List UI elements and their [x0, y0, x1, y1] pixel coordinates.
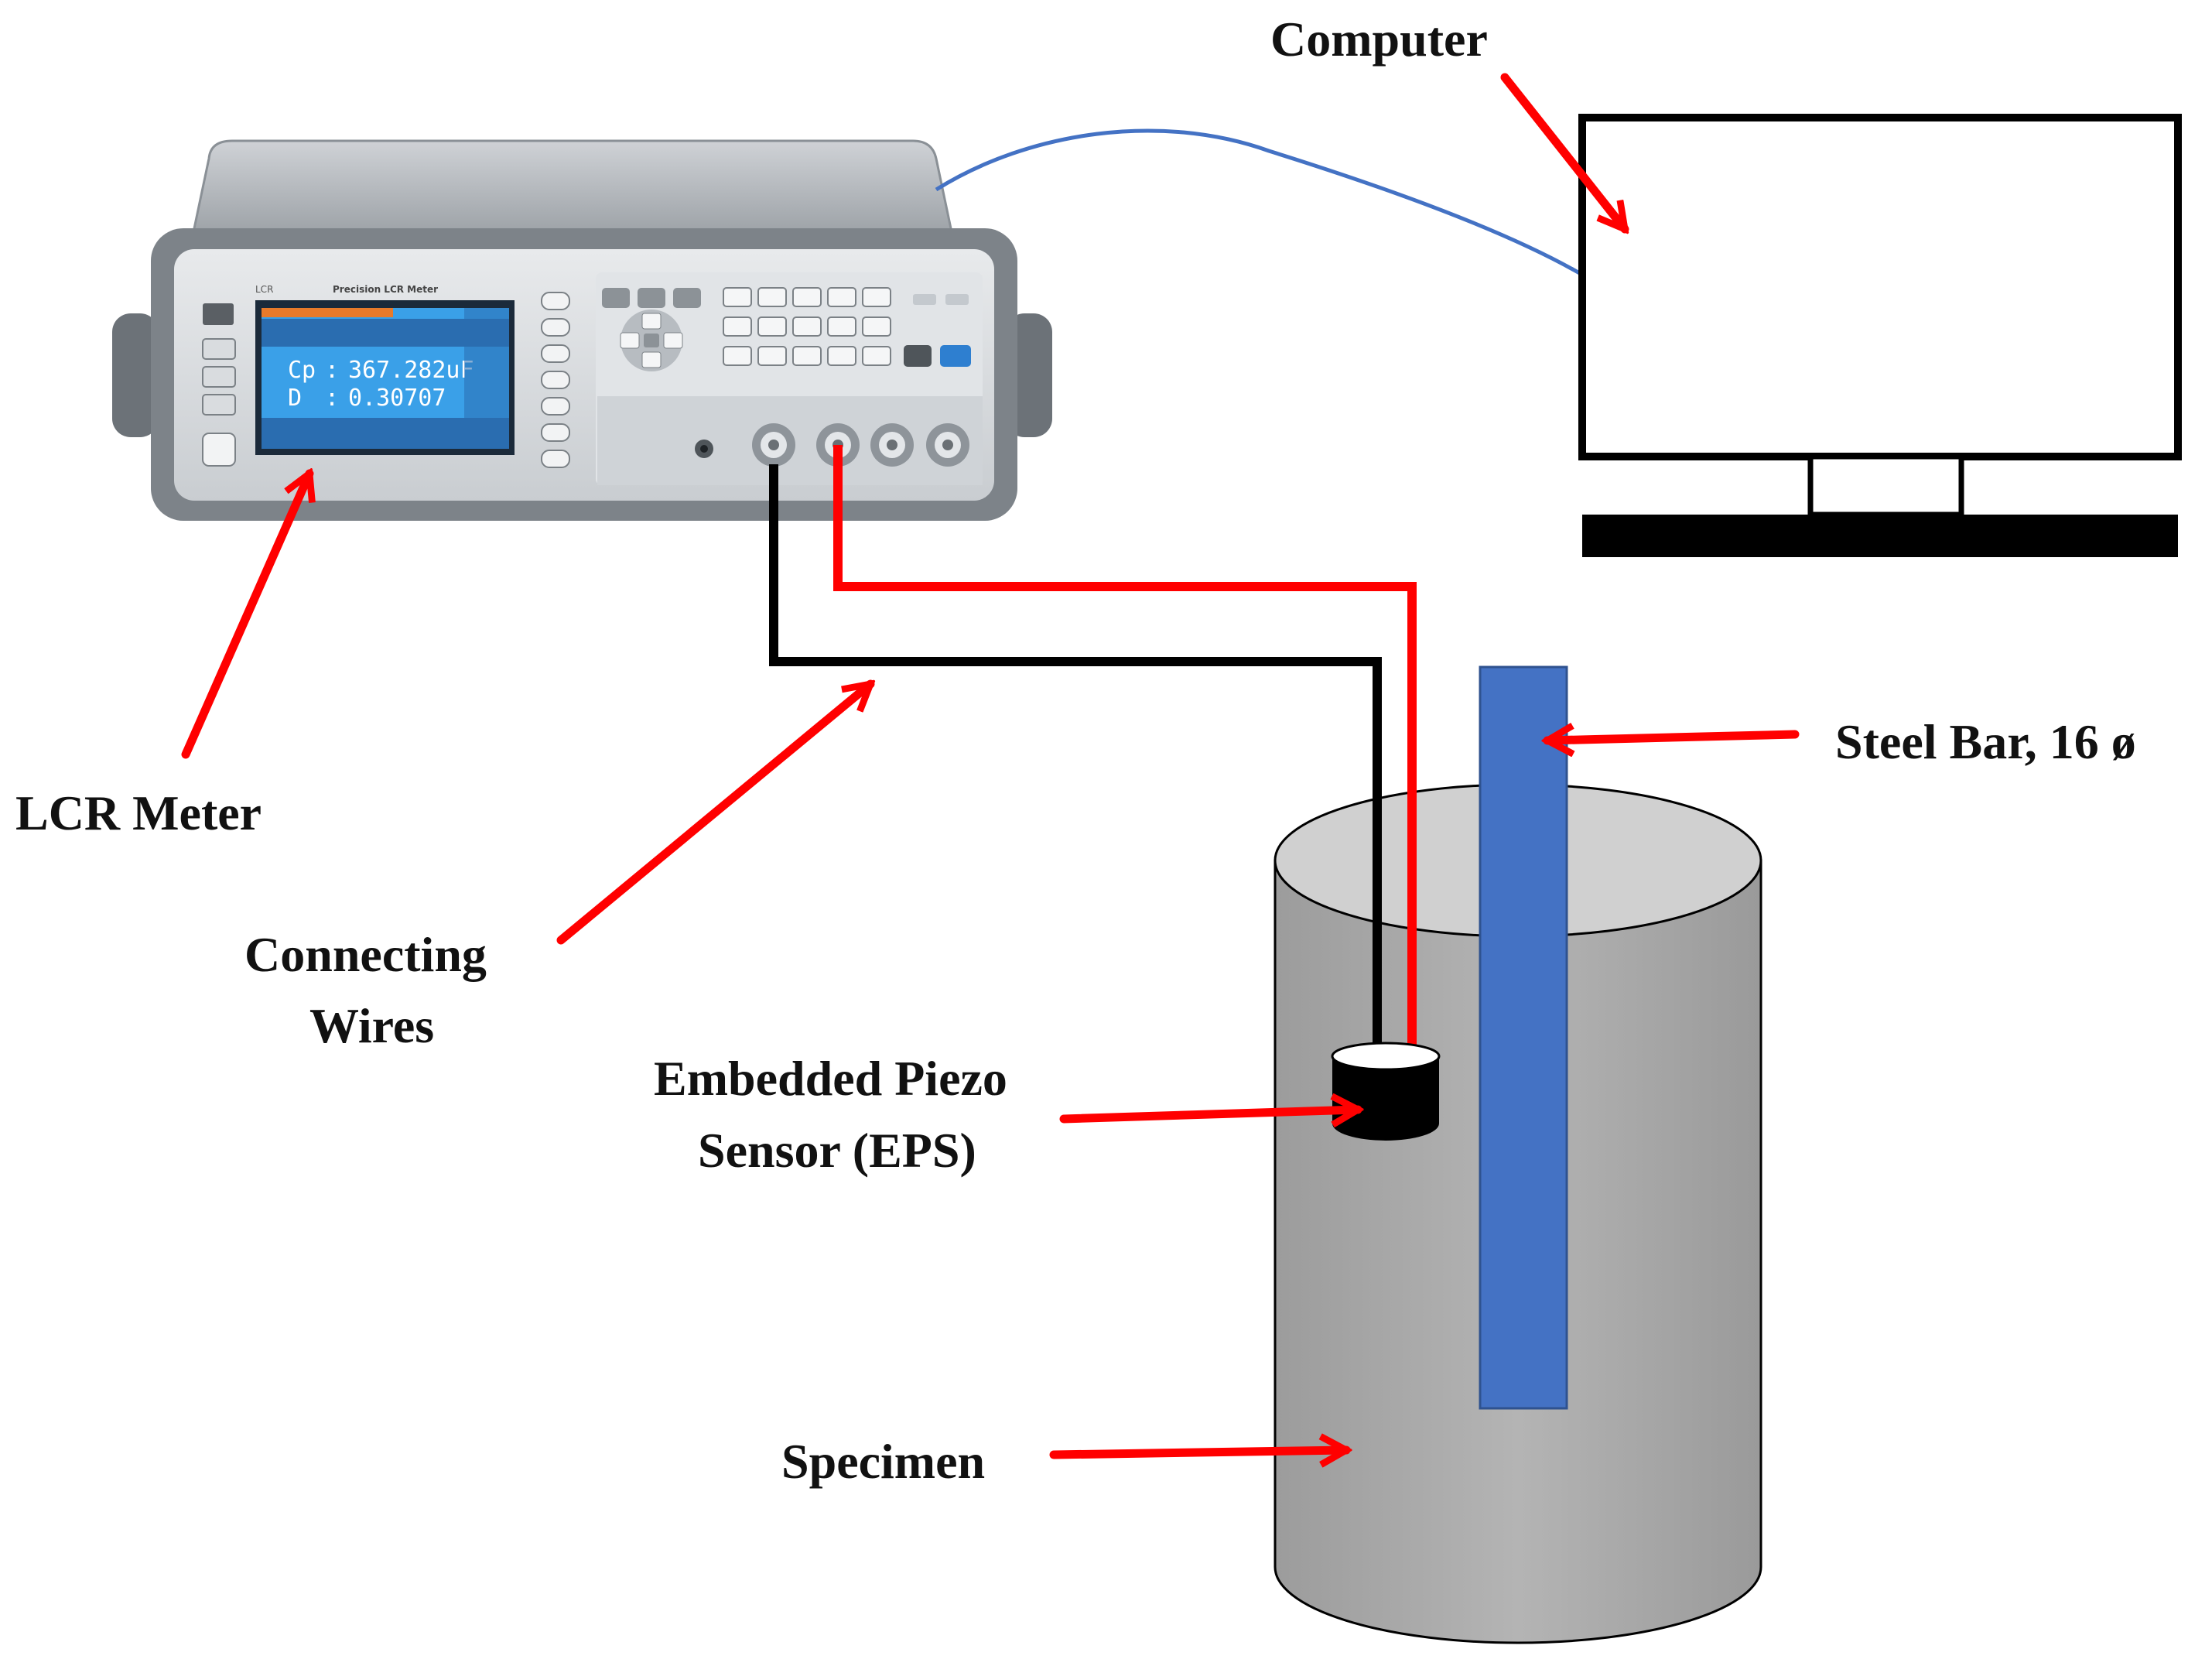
usb-cable: [935, 128, 1584, 277]
meter-primary-sep: :: [325, 357, 339, 384]
label-embedded-piezo-2: Sensor (EPS): [698, 1123, 976, 1178]
meter-left-button-1: [202, 338, 236, 360]
meter-nav-pad: [620, 310, 683, 371]
meter-indicator-1: [913, 294, 936, 305]
steel-bar: [1479, 665, 1568, 1410]
meter-key-blue: [940, 345, 971, 367]
meter-key-dark: [904, 345, 932, 367]
meter-model: Precision LCR Meter: [333, 284, 438, 295]
meter-screen-menu: [464, 308, 509, 449]
meter-soft-keys: [541, 292, 570, 468]
arrow-embedded-sensor: [1059, 1110, 1358, 1119]
meter-primary-value: 367.282uF: [348, 357, 474, 384]
meter-top-body: [192, 139, 953, 234]
monitor-screen: [1578, 114, 2182, 460]
arrow-connecting-wires: [556, 684, 870, 945]
meter-power-button: [202, 433, 236, 467]
label-steel-bar: Steel Bar, 16 ø: [1835, 714, 2136, 769]
meter-indicator-2: [945, 294, 969, 305]
arrow-computer: [1500, 73, 1625, 229]
arrow-lcr-meter: [181, 474, 309, 759]
lcr-meter-device: LCR Precision LCR Meter Cp : 367.282uF D…: [112, 139, 1052, 521]
meter-brand: LCR: [255, 284, 273, 295]
meter-handle-left: [112, 313, 159, 437]
meter-bnc-connectors: [752, 423, 969, 467]
wire-red: [833, 445, 1417, 1049]
meter-function-keys: [602, 288, 701, 308]
meter-secondary-param: D: [288, 385, 302, 412]
sensor-top: [1331, 1042, 1441, 1071]
meter-secondary-value: 0.30707: [348, 385, 446, 412]
label-specimen: Specimen: [781, 1434, 985, 1489]
meter-usb-port: [203, 303, 234, 325]
label-lcr-meter: LCR Meter: [15, 785, 262, 840]
monitor-stand-neck: [1807, 453, 1964, 518]
monitor-base: [1582, 515, 2178, 557]
computer-monitor: [1578, 114, 2182, 557]
meter-primary-param: Cp: [288, 357, 316, 384]
meter-ground-jack-inner: [700, 445, 708, 453]
arrow-specimen: [1049, 1450, 1346, 1455]
wire-black: [769, 464, 1382, 1049]
embedded-piezo-sensor: [1331, 1042, 1441, 1141]
arrow-steel-bar: [1547, 734, 1800, 741]
label-connecting-wires-2: Wires: [309, 998, 434, 1053]
meter-left-button-2: [202, 366, 236, 388]
meter-secondary-sep: :: [325, 385, 339, 412]
label-embedded-piezo-1: Embedded Piezo: [654, 1051, 1007, 1106]
meter-screen-header: [262, 308, 393, 317]
meter-keypad: [723, 287, 891, 366]
meter-left-button-3: [202, 394, 236, 416]
label-connecting-wires-1: Connecting: [244, 927, 487, 982]
label-computer: Computer: [1270, 12, 1488, 67]
